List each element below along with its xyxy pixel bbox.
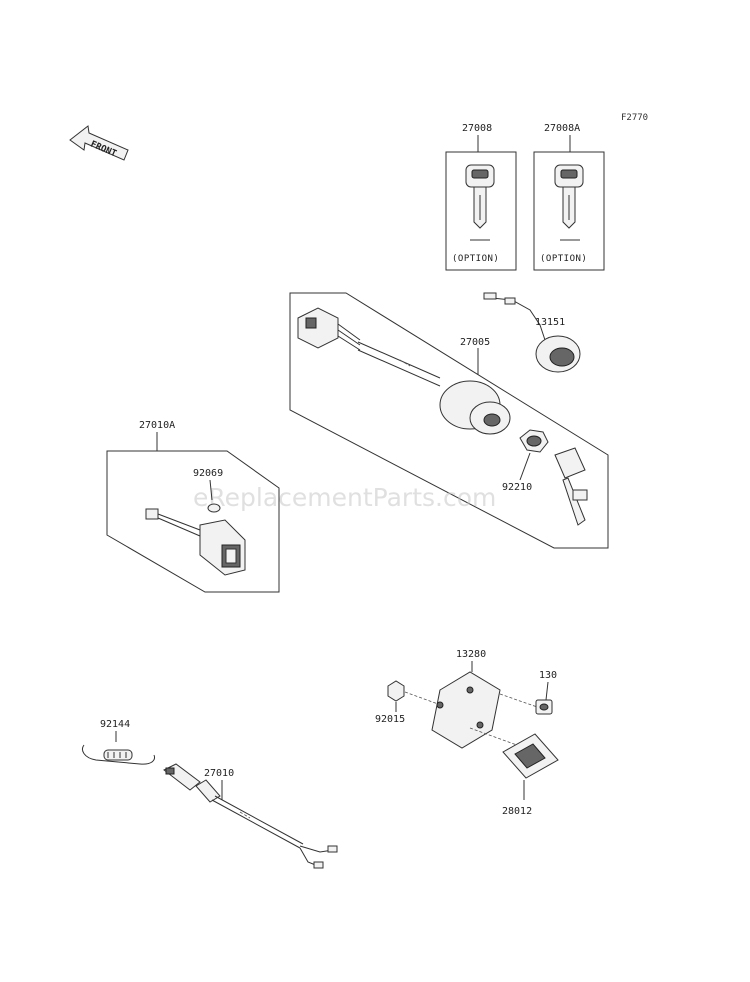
part-label-27008a: 27008A <box>544 123 580 134</box>
part-label-13280: 13280 <box>456 649 486 660</box>
part-label-92210: 92210 <box>502 482 532 493</box>
front-arrow-icon: FRONT <box>69 125 129 161</box>
stop-switch-assembly: 27010A 92069 <box>106 420 280 593</box>
part-label-27010: 27010 <box>204 768 234 779</box>
connector-icon <box>297 307 361 351</box>
switch-icon <box>163 763 221 803</box>
bulb-icon <box>207 503 221 513</box>
watermark: eReplacementParts.com <box>193 483 496 512</box>
bolt-icon <box>535 699 553 715</box>
ignition-switch-icon <box>439 380 511 435</box>
bracket-icon <box>431 671 501 749</box>
part-label-92144: 92144 <box>100 719 130 730</box>
part-label-13151: 13151 <box>535 317 565 328</box>
indicator-lamp-icon <box>483 292 581 373</box>
key-icon <box>554 447 588 526</box>
part-label-28012: 28012 <box>502 806 532 817</box>
diagram-code: F2770 <box>621 113 648 123</box>
part-label-92069: 92069 <box>193 468 223 479</box>
clip-assembly: 92144 <box>82 719 155 765</box>
part-label-27005: 27005 <box>460 337 490 348</box>
key-27008-group: 27008 (OPTION) <box>445 123 517 271</box>
option-label-27008a: (OPTION) <box>540 254 587 264</box>
lanyard-switch-assembly: 27010 <box>163 763 338 869</box>
part-label-92015: 92015 <box>375 714 405 725</box>
clip-icon <box>82 744 155 765</box>
bracket-assembly: 13280 130 92015 28012 <box>375 649 559 817</box>
option-label-27008: (OPTION) <box>452 254 499 264</box>
nut-icon <box>387 680 405 702</box>
key-icon <box>554 164 584 229</box>
part-label-27010a: 27010A <box>139 420 175 431</box>
key-icon <box>465 164 495 229</box>
label-plate-icon <box>502 733 559 779</box>
key-27008a-group: 27008A (OPTION) <box>533 123 605 271</box>
switch-icon <box>145 508 246 576</box>
part-label-27008: 27008 <box>462 123 492 134</box>
nut-icon <box>519 429 549 453</box>
part-label-130: 130 <box>539 670 557 681</box>
ignition-switch-assembly: 13151 27005 92210 <box>289 292 609 549</box>
